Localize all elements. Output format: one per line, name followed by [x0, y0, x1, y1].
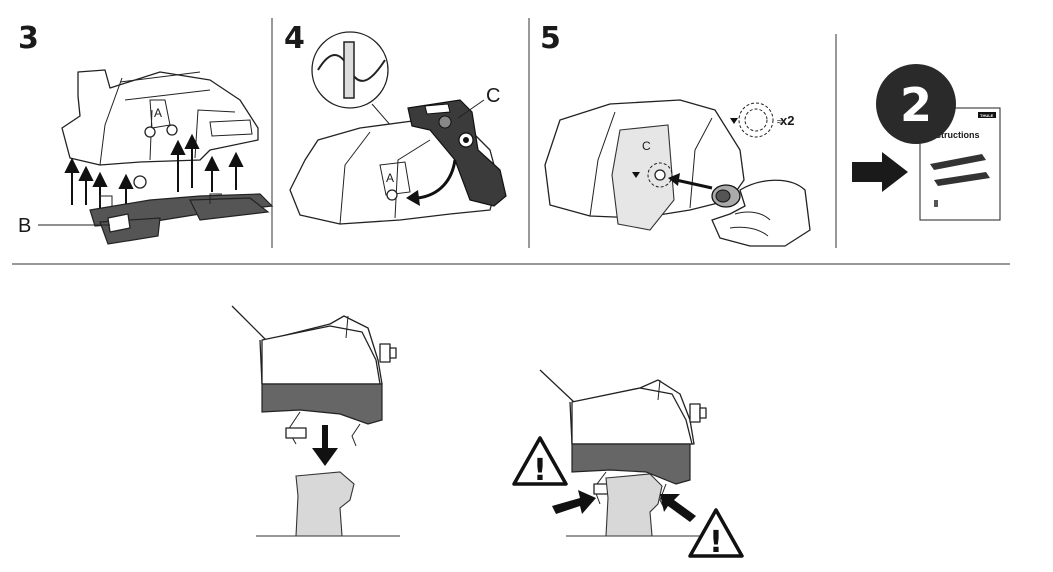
svg-text:C: C	[642, 139, 651, 153]
step-4-number: 4	[284, 21, 305, 56]
svg-text:≈: ≈	[777, 117, 783, 128]
svg-text:!: !	[533, 453, 547, 488]
step-5-panel: 5 C x2 ≈	[540, 21, 811, 247]
brand-label: THULE	[980, 113, 994, 118]
press-arrow-right	[660, 494, 696, 522]
svg-text:!: !	[709, 525, 723, 560]
step-3-number: 3	[18, 21, 39, 56]
callout-b: B	[18, 215, 31, 237]
reference-panel: THULE Instructions 2	[852, 64, 1001, 221]
step-4-panel: 4 A C	[284, 21, 507, 225]
press-arrow-left	[552, 490, 596, 514]
step-5-number: 5	[540, 21, 561, 56]
warning-icon: !	[512, 436, 568, 488]
warning-icon: !	[688, 508, 744, 560]
fit-check-left	[231, 305, 400, 537]
forward-arrow	[852, 152, 908, 192]
callout-x2: x2	[780, 113, 794, 128]
step-3-panel: 3 A B	[18, 21, 274, 245]
instructions-title: Instructions	[928, 130, 980, 140]
callout-c: C	[486, 85, 500, 107]
svg-text:A: A	[154, 106, 162, 120]
step-2-badge	[876, 64, 956, 144]
badge-number: 2	[900, 78, 932, 132]
svg-text:A: A	[386, 171, 394, 185]
fit-check-right: ! !	[512, 369, 744, 560]
panel-dividers	[12, 18, 1010, 265]
lift-arrows	[64, 133, 244, 208]
